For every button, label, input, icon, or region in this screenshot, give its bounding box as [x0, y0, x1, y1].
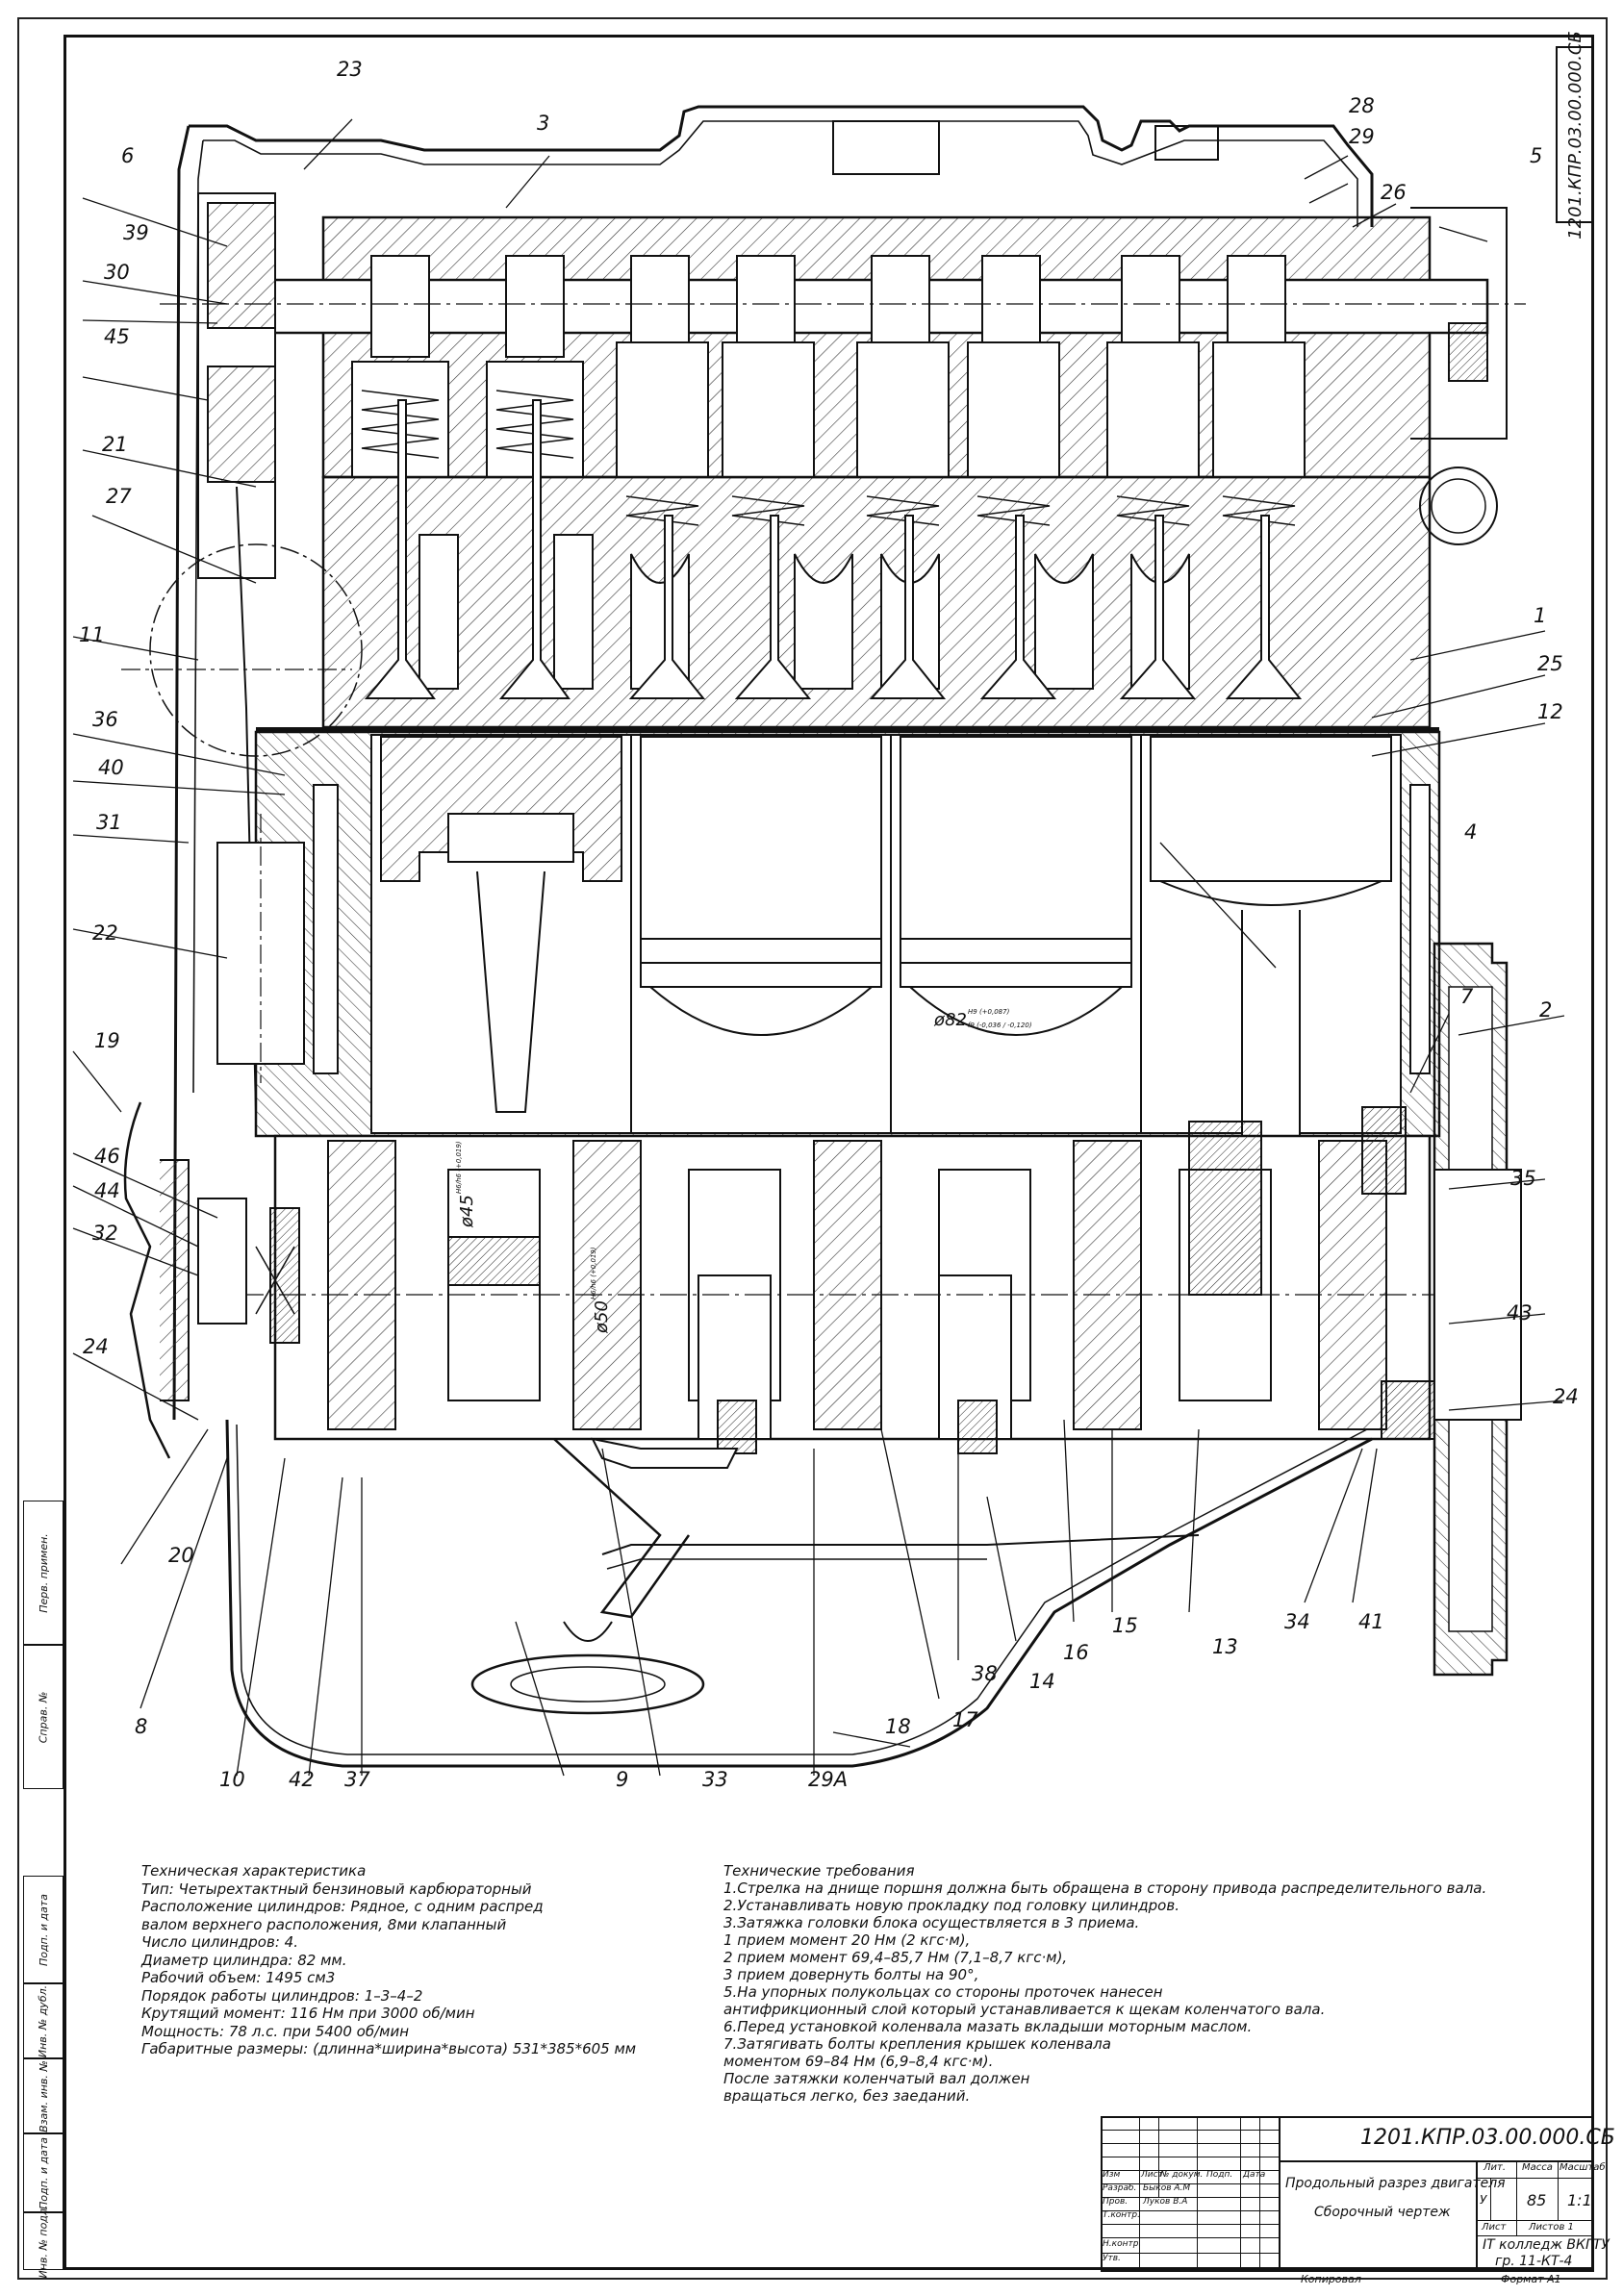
pin-dimension: ø45 H6/h6 (+0,019) — [455, 1141, 477, 1228]
flywheel — [1361, 207, 1522, 1677]
part-callout: 24 — [83, 1335, 109, 1358]
title-block-mass: 85 — [1527, 2191, 1547, 2209]
copied-label: Копировал — [1301, 2273, 1361, 2285]
part-callout: 6 — [121, 144, 135, 167]
part-callout: 38 — [972, 1662, 998, 1685]
drawing-code-vertical: 1201.КПР.03.00.000.СБ — [1556, 31, 1594, 239]
part-callout: 32 — [92, 1222, 118, 1245]
pistons — [380, 736, 1392, 1161]
svg-text:H6/h6 (+0,019): H6/h6 (+0,019) — [590, 1247, 597, 1299]
strip-perv-primen: Перв. примен. — [23, 1501, 63, 1645]
part-callout: 7 — [1460, 985, 1474, 1008]
part-callout: 43 — [1507, 1301, 1533, 1325]
part-callout: 5 — [1530, 144, 1543, 167]
tech-req-heading: Технические требования — [723, 1862, 915, 1880]
strip-podp-data-2: Подп. и дата — [23, 2133, 63, 2212]
title-block-org-2: гр. 11-КТ-4 — [1495, 2254, 1573, 2269]
valve-cover — [189, 105, 1374, 227]
part-callout: 34 — [1284, 1610, 1310, 1633]
format-label: Формат А1 — [1501, 2273, 1561, 2285]
oil-pan — [225, 1419, 1373, 1768]
part-callout: 23 — [337, 58, 363, 81]
part-callout: 15 — [1112, 1614, 1138, 1637]
tech-requirements: Технические требования 1.Стрелка на днищ… — [723, 1862, 1487, 2105]
part-callout: 40 — [98, 756, 124, 779]
title-block-code: 1201.КПР.03.00.000.СБ — [1360, 2126, 1615, 2150]
part-callout: 14 — [1029, 1670, 1055, 1693]
part-callout: 16 — [1063, 1641, 1089, 1664]
part-callout: 10 — [219, 1768, 245, 1791]
part-callout: 29 — [1349, 125, 1375, 148]
tech-characteristics: Техническая характеристика Тип: Четырехт… — [141, 1862, 680, 2058]
part-callout: 44 — [94, 1179, 120, 1202]
part-callout: 18 — [885, 1715, 911, 1738]
part-callout: 37 — [344, 1768, 370, 1791]
part-callout: 24 — [1553, 1385, 1579, 1408]
part-callout: 33 — [702, 1768, 728, 1791]
part-callout: 35 — [1510, 1167, 1536, 1190]
part-callout: 25 — [1537, 652, 1563, 675]
title-block: 1201.КПР.03.00.000.СБ Продольный разрез … — [1101, 2116, 1615, 2280]
sheet-frame — [63, 35, 1594, 2270]
part-callout: 8 — [135, 1715, 148, 1738]
part-callout: 12 — [1537, 700, 1563, 723]
part-callout: 41 — [1358, 1610, 1384, 1633]
bore-dimension: ø82 — [933, 1010, 967, 1030]
part-callout: 31 — [96, 811, 122, 834]
part-callout: 27 — [106, 485, 132, 508]
part-callout: 21 — [102, 433, 128, 456]
engine-section-drawing: ø82 H9 (+0,087) f9 (-0,036 / -0,120) ø45… — [72, 105, 1564, 1777]
svg-text:ø45: ø45 — [457, 1195, 477, 1228]
strip-vzam-inv: Взам. инв. № — [23, 2058, 63, 2133]
part-callout: 11 — [79, 623, 105, 646]
part-callout: 1 — [1534, 604, 1547, 627]
svg-text:H9 (+0,087): H9 (+0,087) — [968, 1008, 1010, 1016]
part-callout: 4 — [1464, 820, 1478, 844]
tech-char-heading: Техническая характеристика — [141, 1862, 367, 1880]
part-callout: 9 — [616, 1768, 629, 1791]
part-callout: 30 — [104, 261, 130, 284]
part-callout: 46 — [94, 1145, 120, 1168]
svg-text:f9 (-0,036 / -0,120): f9 (-0,036 / -0,120) — [968, 1022, 1032, 1029]
strip-inv-podl: Инв. № подл. — [23, 2205, 63, 2278]
strip-podp-data-1: Подп. и дата — [23, 1876, 63, 1983]
leader-lines — [72, 118, 1564, 1777]
part-callout: 36 — [92, 708, 118, 731]
part-callout: 13 — [1212, 1635, 1238, 1658]
sheet-outer-border — [17, 17, 1608, 2280]
title-block-org-1: IT колледж ВКГТУ — [1483, 2237, 1610, 2253]
part-callout: 20 — [168, 1544, 194, 1567]
svg-text:ø50: ø50 — [592, 1300, 612, 1334]
part-callout: 39 — [123, 221, 149, 244]
part-callout: 42 — [289, 1768, 315, 1791]
part-callout: 45 — [104, 325, 130, 348]
journal-dimension: ø50 H6/h6 (+0,019) — [590, 1247, 612, 1334]
part-callout: 17 — [952, 1708, 978, 1731]
strip-inv-dubl: Инв. № дубл. — [23, 1983, 63, 2058]
part-callout: 29А — [808, 1768, 849, 1791]
part-callout: 2 — [1539, 998, 1553, 1022]
title-block-doc-type: Сборочный чертеж — [1314, 2205, 1451, 2220]
part-callout: 26 — [1381, 181, 1407, 204]
timing-drive — [121, 125, 1526, 1459]
cylinder-head — [216, 215, 1489, 729]
part-callout: 3 — [537, 112, 550, 135]
binding-strip: Перв. примен. Справ. № Подп. и дата Инв.… — [23, 1501, 63, 2278]
strip-sprav-no: Справ. № — [23, 1645, 63, 1789]
svg-text:H6/h6 (+0,019): H6/h6 (+0,019) — [455, 1141, 463, 1194]
title-block-title: Продольный разрез двигателя — [1285, 2176, 1506, 2191]
part-callout: 28 — [1349, 94, 1375, 117]
crankshaft — [237, 1121, 1458, 1454]
part-callout: 22 — [92, 921, 118, 945]
title-block-scale: 1:1 — [1567, 2191, 1592, 2209]
part-callout: 19 — [94, 1029, 120, 1052]
